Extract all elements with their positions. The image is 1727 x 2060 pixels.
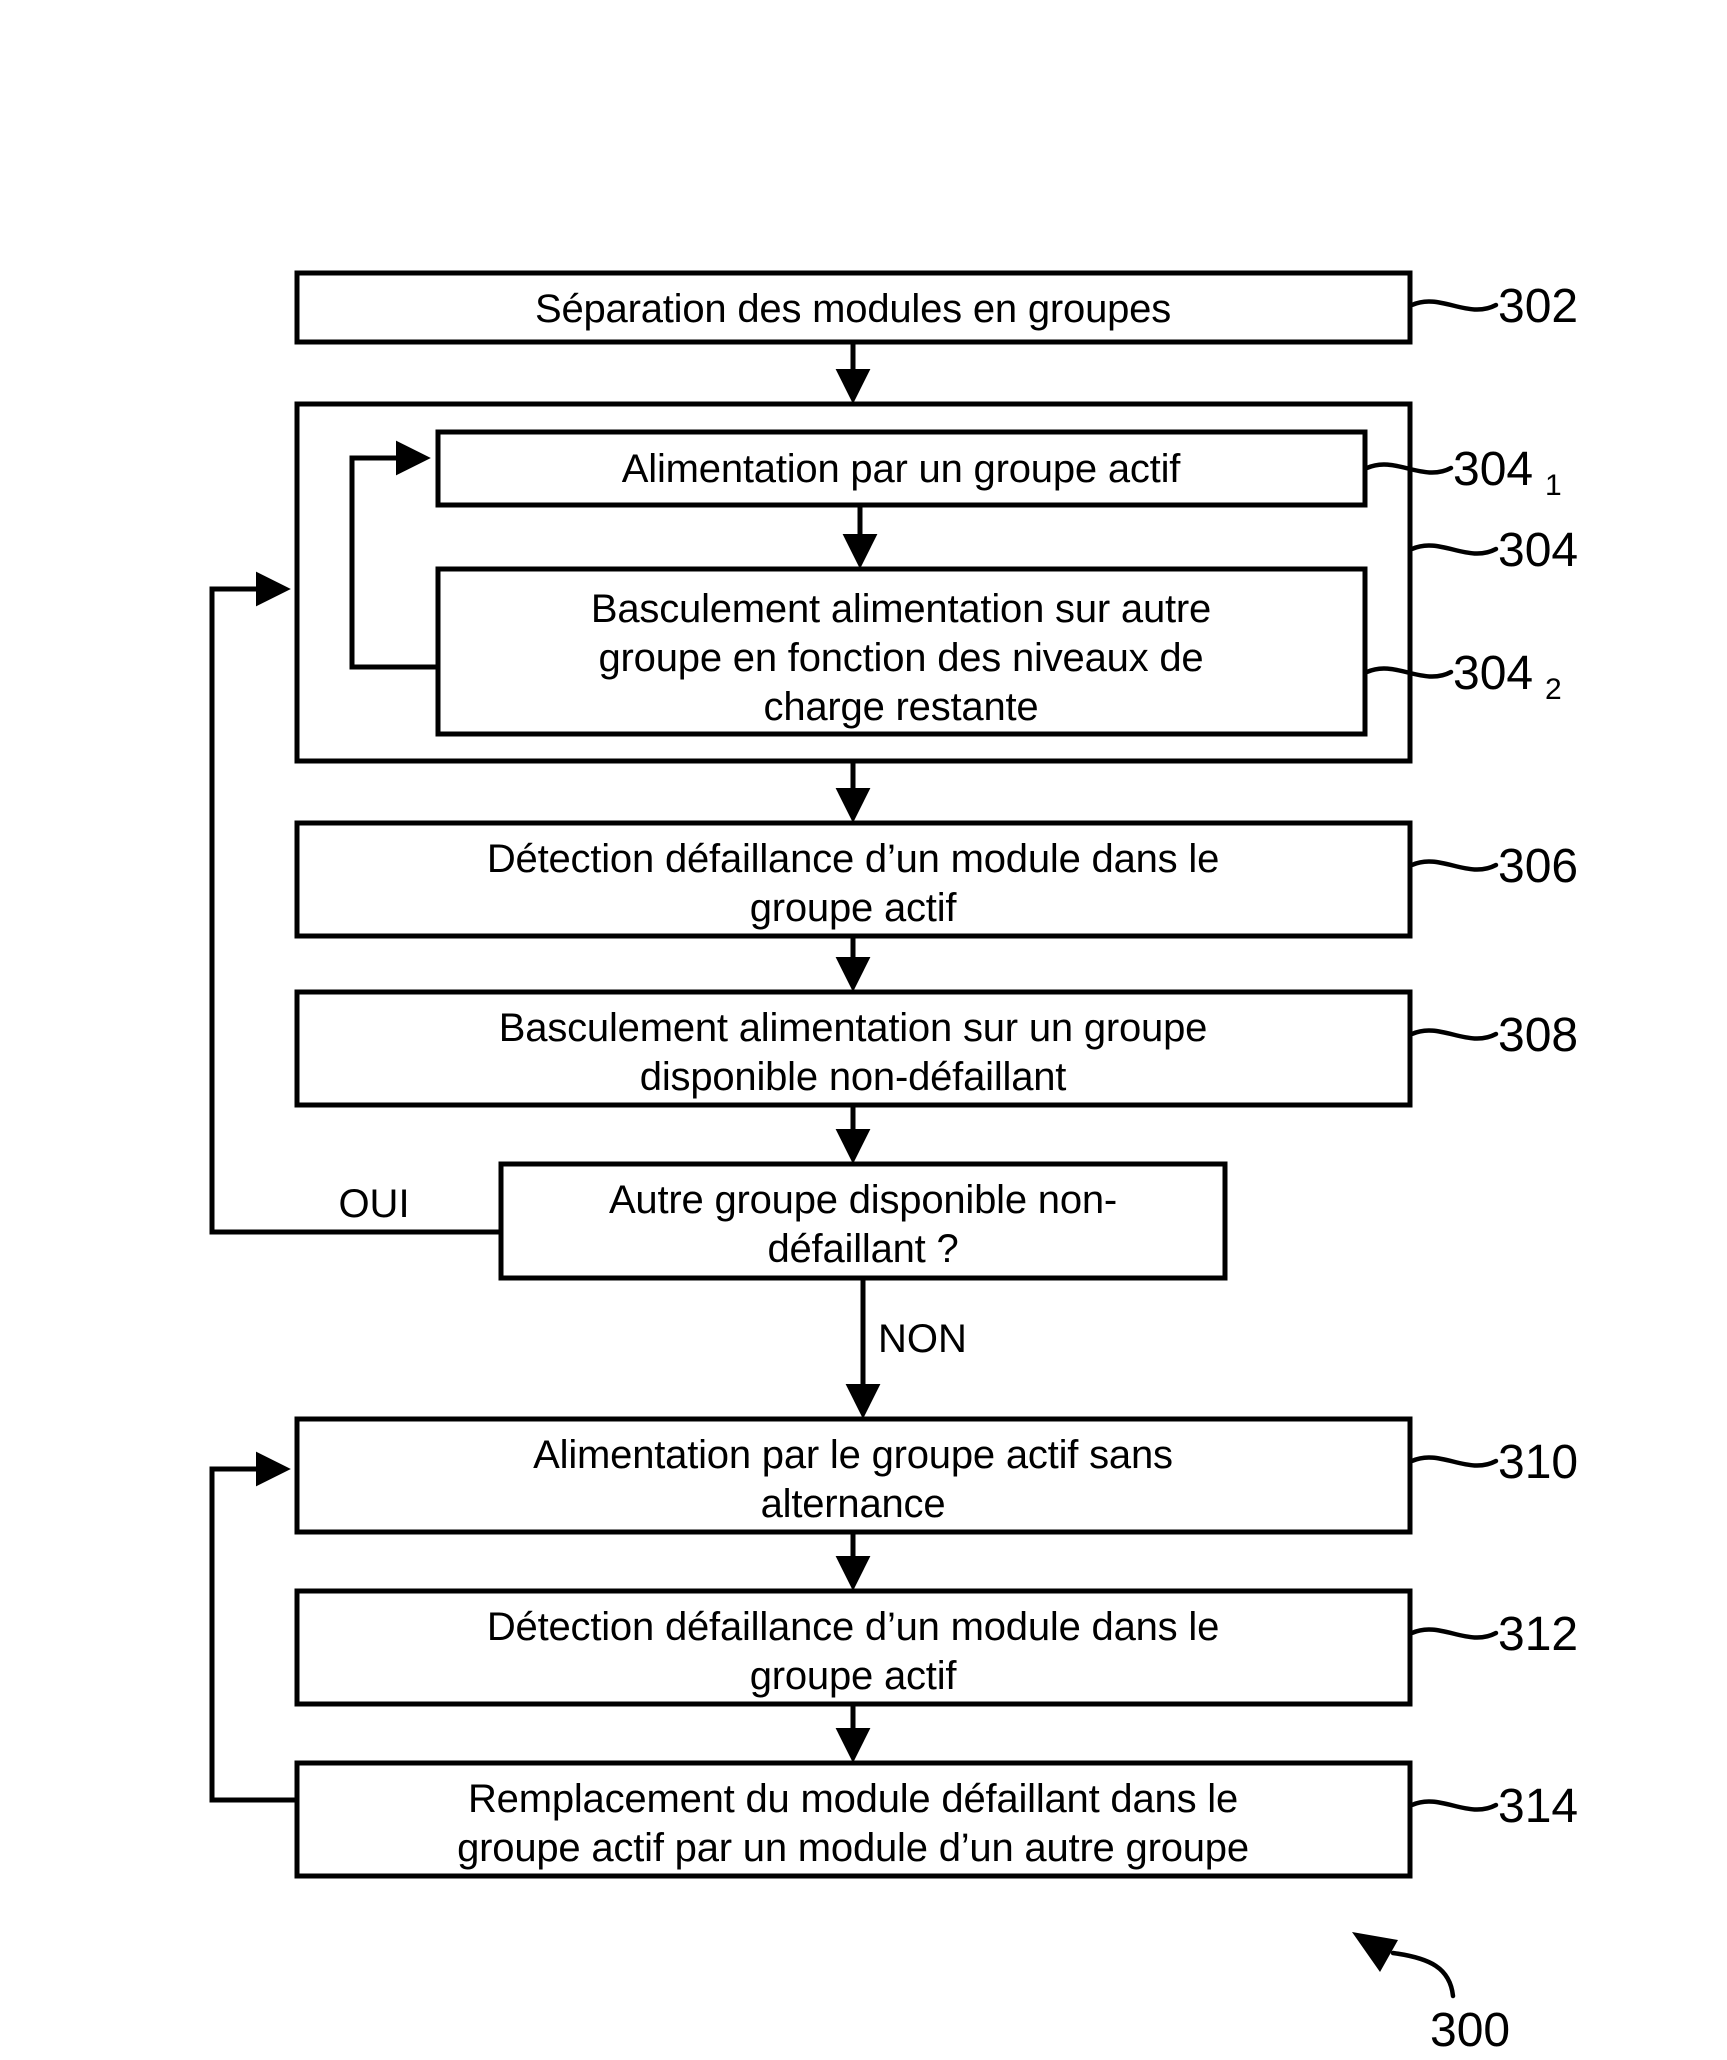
- node-310-rect[interactable]: [294, 1416, 1413, 1535]
- figure-ref-300-arrowhead: [1352, 1932, 1398, 1972]
- node-310-label-line2: alternance: [761, 1482, 946, 1526]
- node-314[interactable]: Remplacement du module défaillant dans l…: [294, 1760, 1413, 1879]
- node-decision-label-line2: défaillant ?: [767, 1227, 958, 1271]
- node-310[interactable]: Alimentation par le groupe actif sans al…: [294, 1416, 1413, 1535]
- ref-leader-302-line: [1409, 299, 1499, 312]
- ref-leader-306: 306: [1409, 840, 1578, 893]
- ref-310-text: 310: [1498, 1436, 1578, 1489]
- ref-3042-subscript: 2: [1545, 673, 1562, 706]
- node-312-label-line2: groupe actif: [750, 1654, 958, 1698]
- node-3042[interactable]: Basculement alimentation sur autre group…: [435, 566, 1368, 737]
- ref-leader-304: 304: [1409, 524, 1578, 577]
- ref-308-text: 308: [1498, 1009, 1578, 1062]
- node-3042-label-line3: charge restante: [764, 685, 1039, 729]
- figure-ref-300-text: 300: [1430, 2004, 1510, 2057]
- node-306-label-line2: groupe actif: [750, 886, 958, 930]
- node-3042-label-line1: Basculement alimentation sur autre: [591, 587, 1211, 631]
- node-306[interactable]: Détection défaillance d’un module dans l…: [294, 820, 1413, 939]
- node-3041[interactable]: Alimentation par un groupe actif: [435, 429, 1368, 508]
- ref-312-text: 312: [1498, 1608, 1578, 1661]
- node-decision[interactable]: Autre groupe disponible non- défaillant …: [498, 1161, 1228, 1281]
- ref-leader-308-line: [1409, 1028, 1499, 1041]
- node-308-label-line2: disponible non-défaillant: [640, 1055, 1067, 1099]
- ref-leader-312-line: [1409, 1627, 1499, 1640]
- ref-leader-3042-line: [1364, 666, 1454, 679]
- figure-ref-300: 300: [1352, 1932, 1510, 2057]
- ref-314-text: 314: [1498, 1780, 1578, 1833]
- node-314-rect[interactable]: [294, 1760, 1413, 1879]
- node-302-label: Séparation des modules en groupes: [535, 287, 1171, 331]
- ref-leader-306-line: [1409, 859, 1499, 872]
- node-314-label-line2: groupe actif par un module d’un autre gr…: [457, 1826, 1249, 1870]
- node-302-rect[interactable]: [294, 270, 1413, 345]
- figure-ref-300-leader: [1390, 1950, 1456, 1999]
- ref-302-text: 302: [1498, 280, 1578, 333]
- node-314-label-line1: Remplacement du module défaillant dans l…: [468, 1777, 1238, 1821]
- ref-leader-310-line: [1409, 1455, 1499, 1468]
- ref-leader-3041-line: [1364, 462, 1454, 475]
- node-308-label-line1: Basculement alimentation sur un groupe: [499, 1006, 1207, 1050]
- edge-decision-yes-to-304: [209, 571, 501, 1235]
- ref-leader-312: 312: [1409, 1608, 1578, 1661]
- branch-label-non: NON: [878, 1317, 967, 1361]
- ref-3041-subscript: 1: [1545, 469, 1562, 502]
- node-308[interactable]: Basculement alimentation sur un groupe d…: [294, 989, 1413, 1108]
- ref-3042-text: 304: [1453, 647, 1533, 700]
- ref-leader-314-line: [1409, 1799, 1499, 1812]
- node-3042-label-line2: groupe en fonction des niveaux de: [599, 636, 1204, 680]
- node-decision-label-line1: Autre groupe disponible non-: [609, 1178, 1117, 1222]
- ref-leader-310: 310: [1409, 1436, 1578, 1489]
- node-decision-rect[interactable]: [498, 1161, 1228, 1281]
- node-3041-label: Alimentation par un groupe actif: [622, 447, 1181, 491]
- edge-314-loopback-to-310: [209, 1451, 297, 1803]
- ref-leader-314: 314: [1409, 1780, 1578, 1833]
- node-306-rect[interactable]: [294, 820, 1413, 939]
- node-312[interactable]: Détection défaillance d’un module dans l…: [294, 1588, 1413, 1707]
- ref-306-text: 306: [1498, 840, 1578, 893]
- ref-leader-308: 308: [1409, 1009, 1578, 1062]
- ref-3041-text: 304: [1453, 443, 1533, 496]
- node-310-label-line1: Alimentation par le groupe actif sans: [533, 1433, 1173, 1477]
- node-312-label-line1: Détection défaillance d’un module dans l…: [487, 1605, 1219, 1649]
- node-302[interactable]: Séparation des modules en groupes: [294, 270, 1413, 345]
- ref-leader-304-line: [1409, 543, 1499, 556]
- ref-leader-3041: 304 1: [1364, 443, 1562, 502]
- ref-304-text: 304: [1498, 524, 1578, 577]
- branch-label-oui: OUI: [338, 1182, 409, 1226]
- node-3042-rect[interactable]: [435, 566, 1368, 737]
- node-306-label-line1: Détection défaillance d’un module dans l…: [487, 837, 1219, 881]
- edge-3042-loopback-to-3041: [349, 440, 438, 670]
- ref-leader-302: 302: [1409, 280, 1578, 333]
- ref-leader-3042: 304 2: [1364, 647, 1562, 706]
